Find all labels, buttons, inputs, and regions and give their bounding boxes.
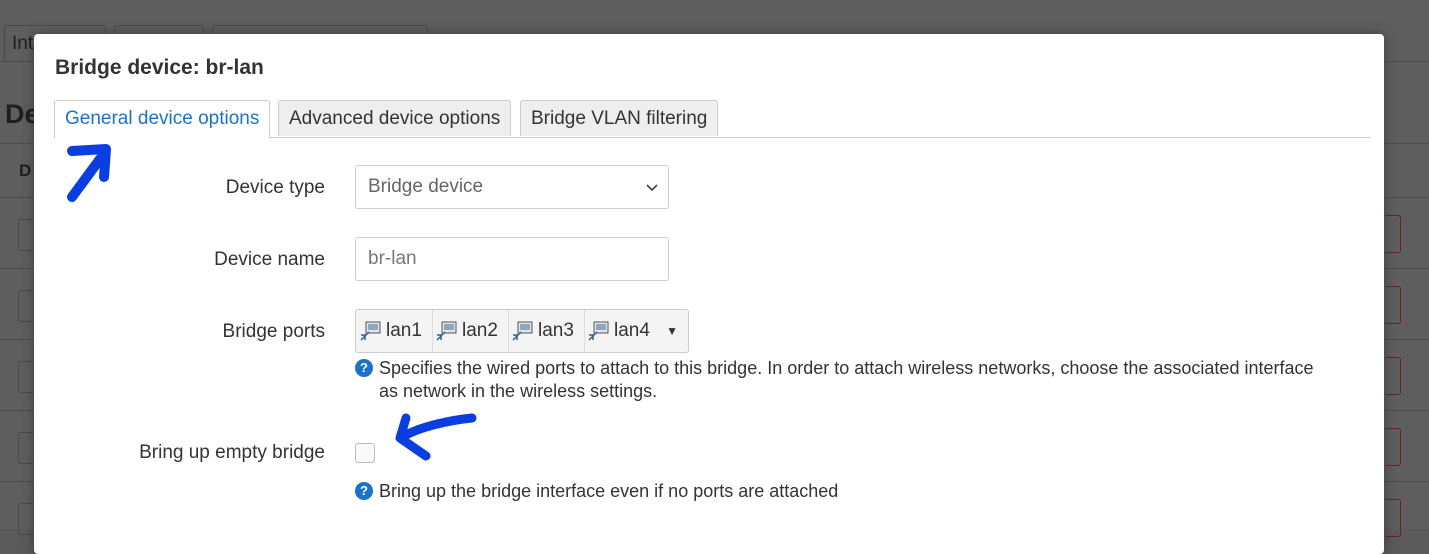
background-row-icon [18, 503, 33, 535]
background-row-icon [18, 290, 33, 322]
device-type-label: Device type [225, 177, 325, 198]
background-column-header: D [19, 161, 32, 180]
port-chip-lan1: lan1 [356, 310, 433, 352]
background-row-button [1386, 499, 1401, 537]
dialog-title: Bridge device: br-lan [55, 56, 264, 79]
port-chip-lan3: lan3 [508, 310, 585, 352]
background-tab-label: Int [12, 33, 34, 54]
background-row-button [1386, 286, 1401, 324]
empty-bridge-help-text: Bring up the bridge interface even if no… [379, 481, 839, 501]
tab-bridge-vlan-filtering[interactable]: Bridge VLAN filtering [520, 100, 719, 136]
bridge-ports-dropdown[interactable]: lan1 lan2 lan3 lan4 [355, 309, 689, 353]
port-label: lan3 [538, 320, 574, 341]
background-row-icon [18, 432, 33, 464]
background-row-button [1386, 428, 1401, 466]
tab-general-device-options[interactable]: General device options [54, 100, 271, 138]
device-type-select[interactable]: Bridge device [355, 165, 669, 209]
tab-advanced-device-options[interactable]: Advanced device options [278, 100, 512, 136]
bridge-device-dialog: Bridge device: br-lan General device opt… [34, 34, 1384, 554]
port-label: lan4 [614, 320, 650, 341]
background-row-button [1386, 215, 1401, 253]
bridge-ports-help-text: Specifies the wired ports to attach to t… [379, 358, 1314, 401]
device-name-label: Device name [214, 249, 325, 270]
tab-bar: General device options Advanced device o… [54, 100, 1371, 138]
chevron-down-icon [646, 184, 658, 192]
annotation-arrow-icon [395, 413, 477, 461]
ethernet-port-icon [360, 321, 381, 341]
bridge-ports-label: Bridge ports [222, 321, 325, 342]
device-type-value: Bridge device [368, 176, 484, 197]
ethernet-port-icon [436, 321, 457, 341]
question-circle-icon: ? [355, 482, 373, 500]
device-name-input[interactable] [355, 237, 669, 281]
port-label: lan1 [386, 320, 422, 341]
background-heading: De [5, 99, 40, 129]
question-circle-icon: ? [355, 359, 373, 377]
port-chip-lan2: lan2 [432, 310, 509, 352]
port-label: lan2 [462, 320, 498, 341]
port-chip-lan4: lan4 [584, 310, 660, 352]
dropdown-caret-icon: ▼ [666, 324, 678, 338]
background-row-button [1386, 357, 1401, 395]
background-row-icon [18, 361, 33, 393]
background-row-icon [18, 219, 33, 251]
empty-bridge-checkbox[interactable] [355, 443, 375, 463]
empty-bridge-label: Bring up empty bridge [139, 442, 325, 463]
ethernet-port-icon [512, 321, 533, 341]
annotation-arrow-icon [67, 144, 111, 202]
ethernet-port-icon [588, 321, 609, 341]
